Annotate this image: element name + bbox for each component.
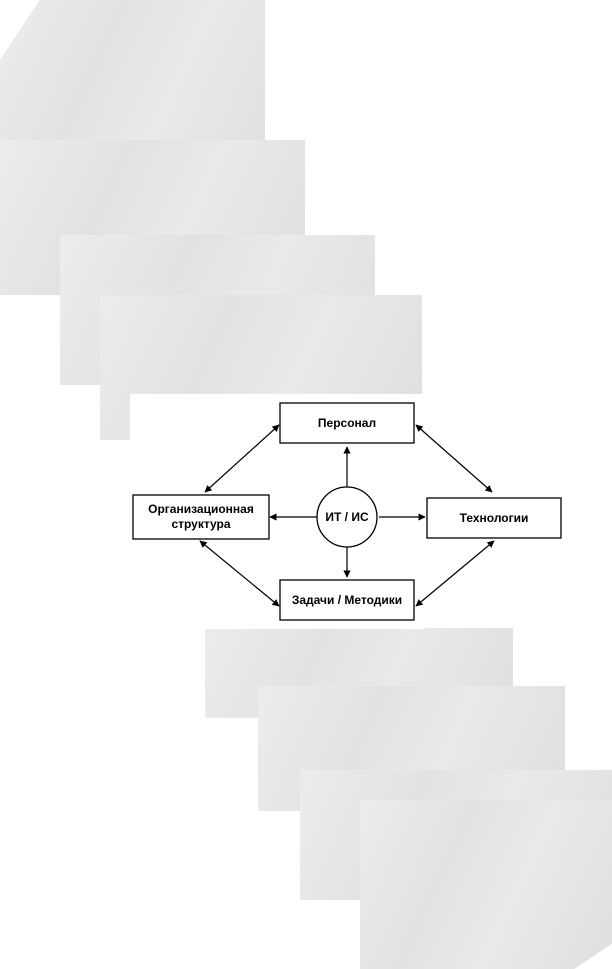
arrow-bottom-right — [415, 540, 495, 607]
node-bottom-label: Задачи / Методики — [292, 593, 402, 607]
node-center-label: ИТ / ИС — [325, 510, 369, 524]
node-left-label-line1: Организационная — [148, 502, 254, 516]
node-right-box — [426, 497, 562, 539]
node-center-circle — [316, 486, 378, 548]
arrow-top-right — [415, 424, 493, 493]
node-left-label-line2: структура — [171, 517, 230, 531]
arrow-left-bottom — [199, 540, 280, 607]
node-top-label: Персонал — [318, 416, 376, 430]
node-left-box — [132, 494, 270, 540]
node-bottom-box — [279, 579, 415, 621]
arrow-left-top — [204, 424, 280, 493]
node-top-box — [279, 402, 415, 444]
node-right-label: Технологии — [460, 511, 529, 525]
background-stripe-8 — [360, 800, 612, 969]
